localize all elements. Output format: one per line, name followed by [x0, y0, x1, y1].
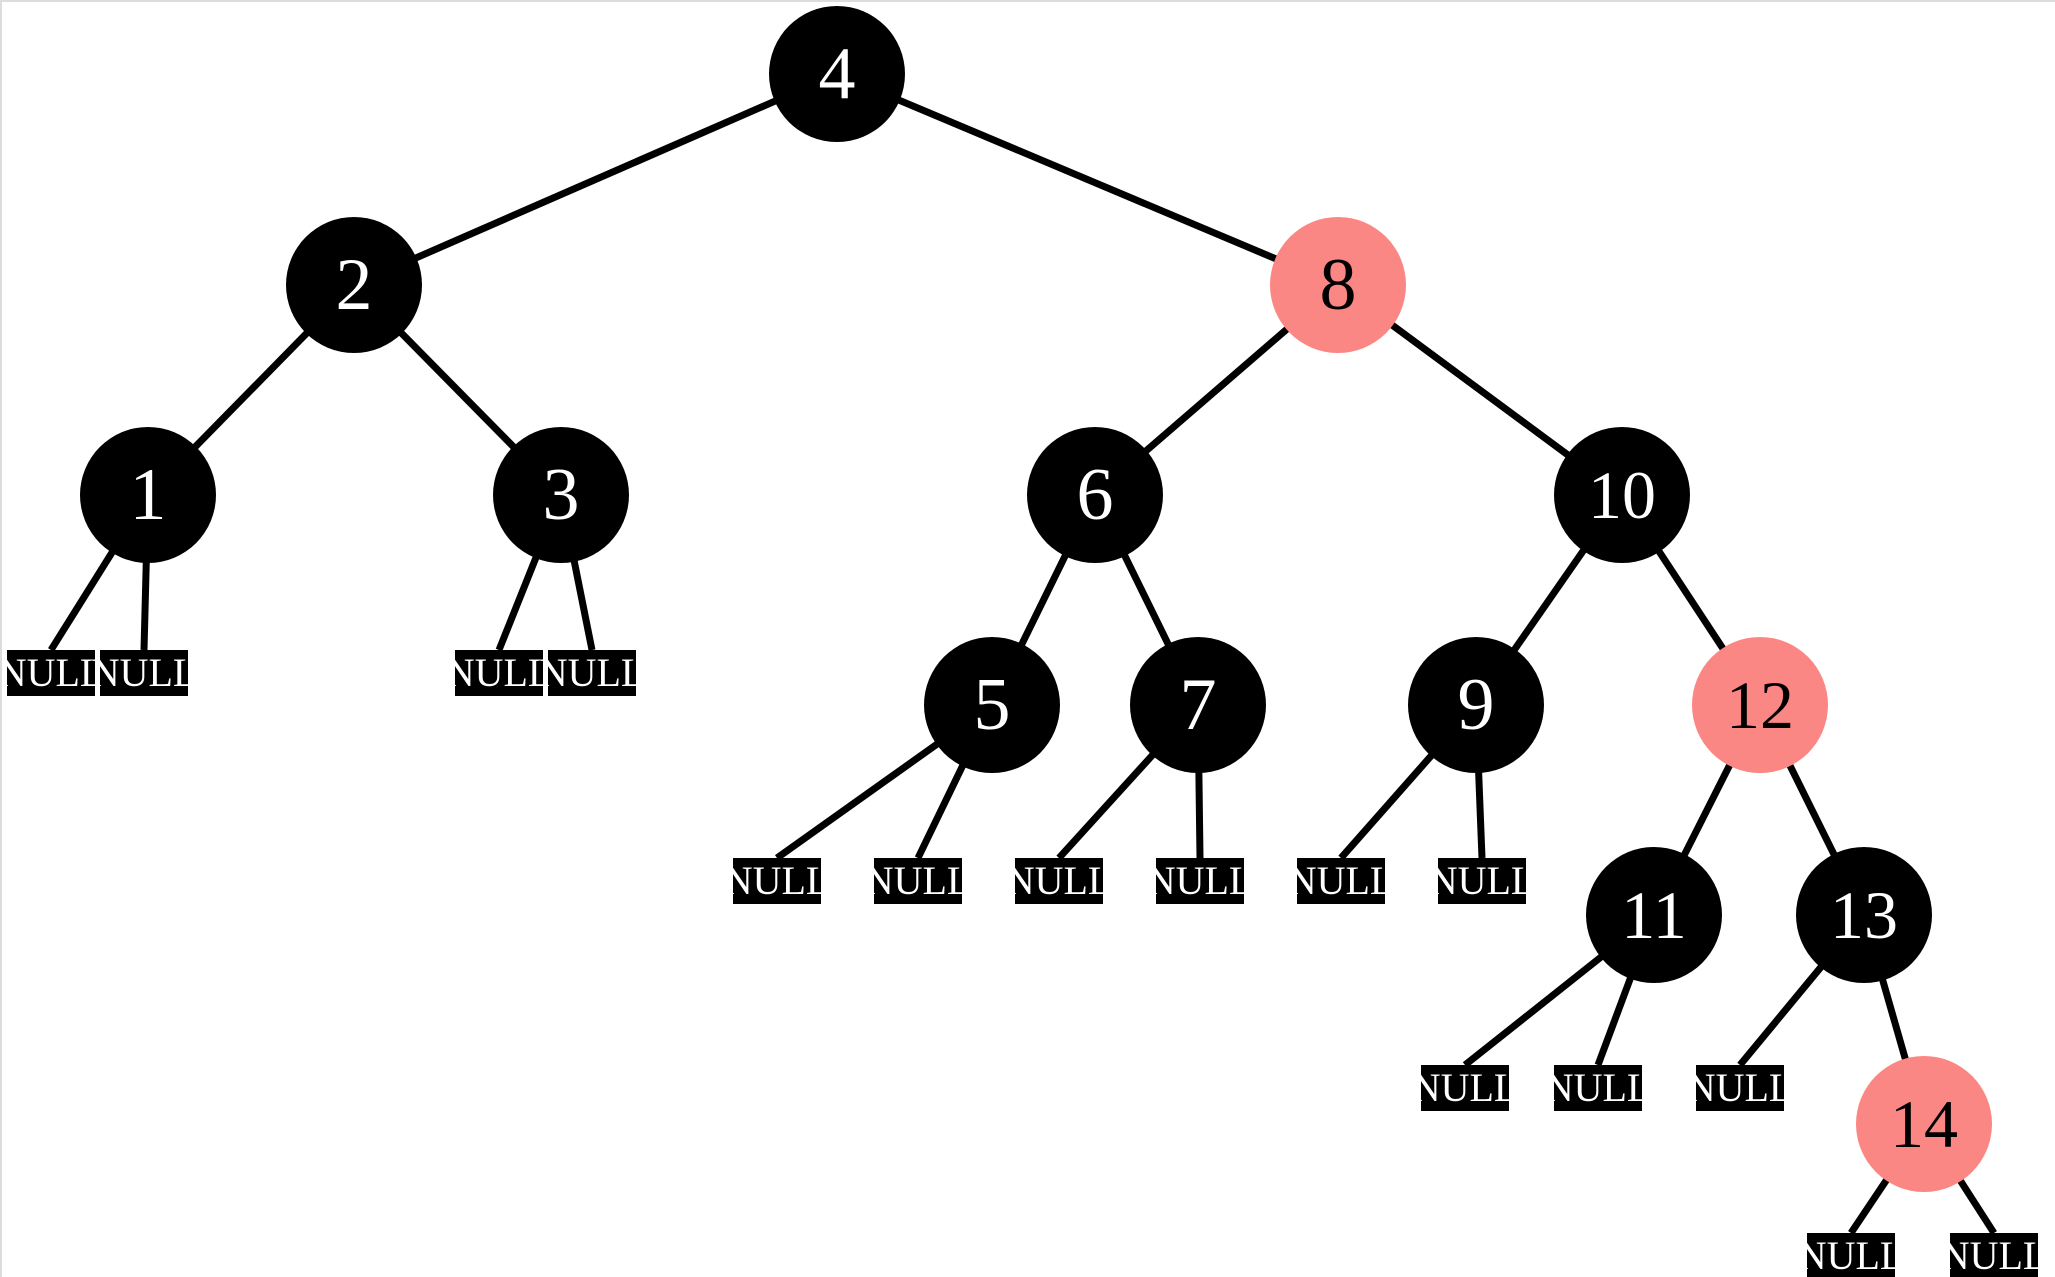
- tree-null-label: NULL: [1287, 858, 1395, 903]
- tree-node-14[interactable]: 14: [1856, 1056, 1992, 1192]
- tree-null-label: NULL: [1686, 1065, 1794, 1110]
- tree-null-leaf: NULL: [1545, 1065, 1651, 1111]
- tree-node-8[interactable]: 8: [1270, 217, 1406, 353]
- tree-edge-n4-n2: [352, 70, 839, 289]
- tree-node-11[interactable]: 11: [1586, 847, 1722, 983]
- tree-null-leaf: NULL: [1941, 1233, 2047, 1277]
- tree-null-leaf: NULL: [865, 858, 971, 904]
- tree-null-leaf: NULL: [446, 650, 552, 696]
- tree-null-leaf: NULL: [539, 650, 645, 696]
- tree-node-label: 1: [129, 454, 167, 536]
- tree-node-10[interactable]: 10: [1554, 427, 1690, 563]
- tree-null-leaf: NULL: [91, 650, 197, 696]
- tree-node-label: 10: [1588, 457, 1656, 533]
- tree-null-label: NULL: [0, 650, 105, 695]
- tree-node-1[interactable]: 1: [80, 427, 216, 563]
- tree-null-leaf: NULL: [1687, 1065, 1793, 1111]
- tree-null-leaf: NULL: [1412, 1065, 1518, 1111]
- tree-node-5[interactable]: 5: [924, 637, 1060, 773]
- tree-null-leaf: NULL: [1798, 1233, 1904, 1277]
- tree-node-label: 6: [1076, 454, 1114, 536]
- tree-node-label: 12: [1726, 667, 1794, 743]
- tree-null-label: NULL: [1428, 858, 1536, 903]
- tree-null-leaf: NULL: [1006, 858, 1112, 904]
- tree-node-7[interactable]: 7: [1130, 637, 1266, 773]
- tree-null-label: NULL: [1005, 858, 1113, 903]
- tree-null-label: NULL: [723, 858, 831, 903]
- tree-node-label: 3: [542, 454, 580, 536]
- tree-node-12[interactable]: 12: [1692, 637, 1828, 773]
- tree-node-label: 14: [1890, 1086, 1958, 1162]
- tree-node-label: 8: [1319, 244, 1357, 326]
- tree-null-label: NULL: [1544, 1065, 1652, 1110]
- tree-node-label: 11: [1621, 877, 1687, 953]
- tree-node-label: 9: [1457, 664, 1495, 746]
- tree-null-label: NULL: [1411, 1065, 1519, 1110]
- tree-node-3[interactable]: 3: [493, 427, 629, 563]
- tree-node-6[interactable]: 6: [1027, 427, 1163, 563]
- tree-null-label: NULL: [1797, 1233, 1905, 1277]
- tree-node-13[interactable]: 13: [1796, 847, 1932, 983]
- tree-node-label: 4: [818, 33, 856, 115]
- tree-null-leaf: NULL: [1429, 858, 1535, 904]
- tree-null-label: NULL: [90, 650, 198, 695]
- tree-node-label: 5: [973, 664, 1011, 746]
- tree-null-leaf: NULL: [2, 650, 104, 696]
- tree-node-label: 7: [1179, 664, 1217, 746]
- tree-null-leaf: NULL: [724, 858, 830, 904]
- tree-node-9[interactable]: 9: [1408, 637, 1544, 773]
- tree-null-label: NULL: [1940, 1233, 2048, 1277]
- tree-null-label: NULL: [864, 858, 972, 903]
- tree-null-label: NULL: [445, 650, 553, 695]
- tree-node-4[interactable]: 4: [769, 6, 905, 142]
- tree-null-label: NULL: [538, 650, 646, 695]
- tree-null-label: NULL: [1146, 858, 1254, 903]
- tree-edge-n4-n8: [835, 70, 1340, 289]
- tree-node-label: 2: [335, 244, 373, 326]
- tree-null-leaf: NULL: [1288, 858, 1394, 904]
- tree-null-leaf: NULL: [1147, 858, 1253, 904]
- tree-node-2[interactable]: 2: [286, 217, 422, 353]
- tree-node-label: 13: [1830, 877, 1898, 953]
